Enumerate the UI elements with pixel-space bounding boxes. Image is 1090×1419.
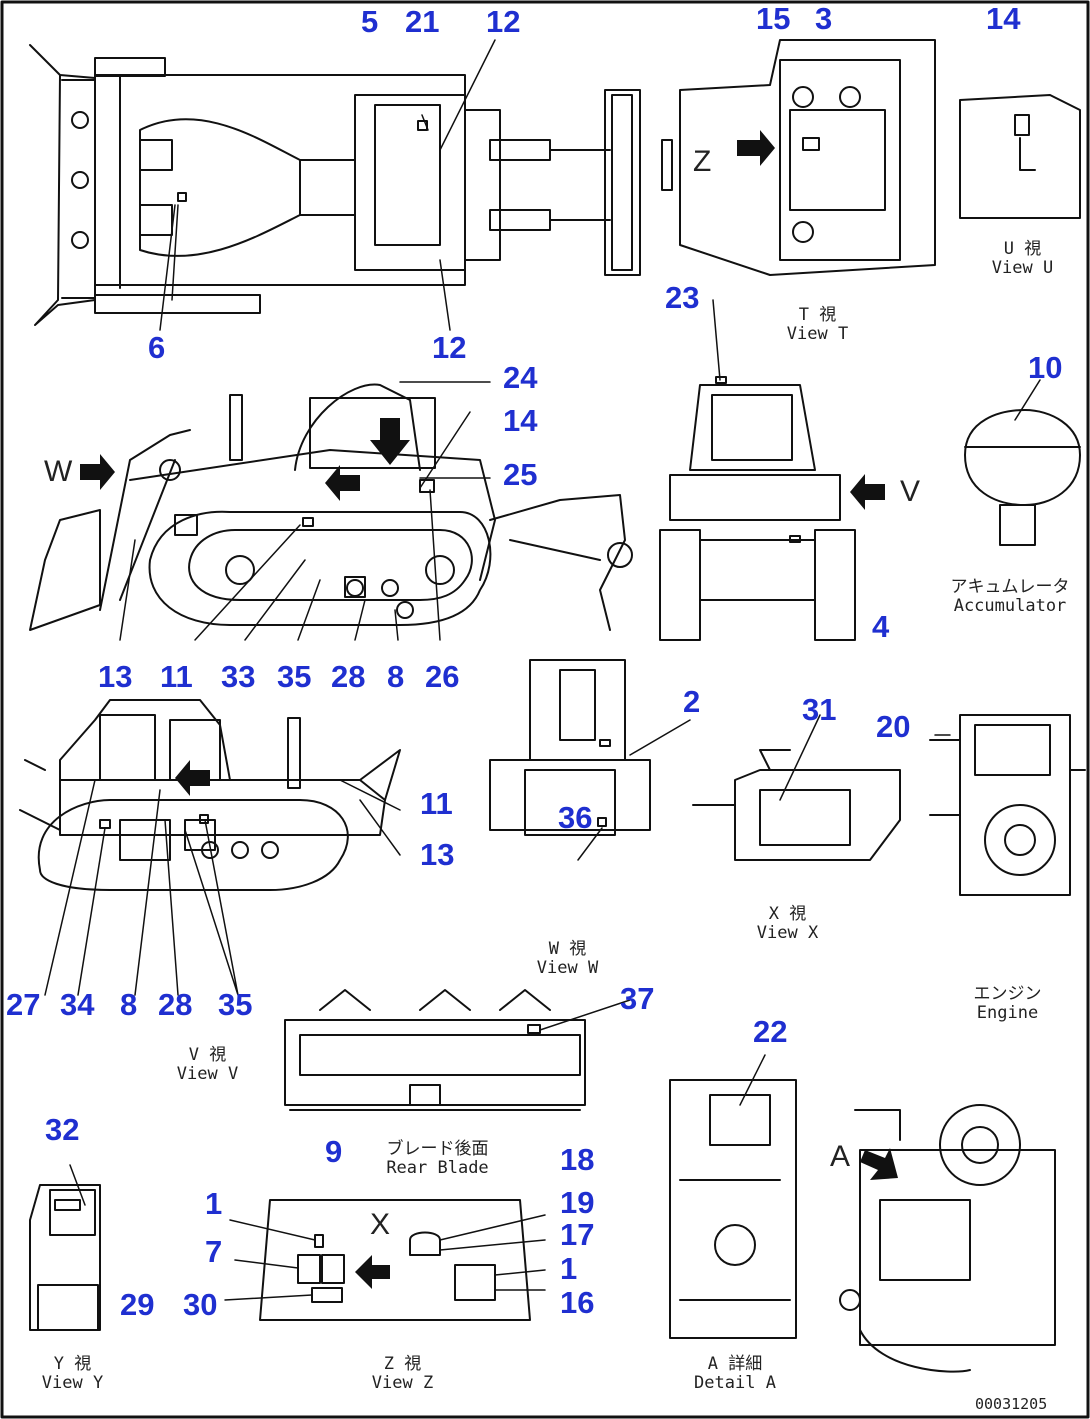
rear-blade-drawing [284,989,631,1111]
callout-4: 4 [872,609,890,644]
callout-1-left: 1 [205,1186,223,1221]
arrow-x-icon [355,1255,390,1289]
arrow-down-icon [370,418,410,465]
view-letter-w: W [44,455,73,488]
arrow-left-icon [325,465,360,501]
engine-drawing [929,714,1086,896]
callout-29: 29 [120,1287,155,1322]
callout-23: 23 [665,280,700,315]
callout-35: 35 [277,659,312,694]
arrow-w-icon [80,454,115,490]
callout-25: 25 [503,457,538,492]
view-letter-a: A [830,1140,851,1173]
callout-12-top: 12 [486,4,521,39]
arrow-a-icon [860,1148,898,1180]
callout-7: 7 [205,1234,223,1269]
callout-22: 22 [753,1014,788,1049]
view-u-drawing [959,94,1081,219]
view-letter-z: Z [693,145,712,178]
callout-34: 34 [60,987,95,1022]
view-t-drawing [661,39,936,276]
callout-30: 30 [183,1287,218,1322]
view-x-drawing [692,714,901,861]
view-y-drawing [29,1164,101,1331]
callout-9: 9 [325,1134,343,1169]
callout-20: 20 [876,709,911,744]
drawing-reference: 00031205 [975,1395,1048,1413]
callout-32: 32 [45,1112,80,1147]
callout-10: 10 [1028,350,1063,385]
callout-21: 21 [405,4,440,39]
callout-19: 19 [560,1185,595,1220]
front-view-cab [659,376,856,641]
view-w-drawing [489,659,691,861]
callout-28: 28 [331,659,366,694]
callout-6: 6 [148,330,166,365]
callout-11-right: 11 [420,786,453,821]
callout-1-right: 1 [560,1251,578,1286]
callout-5: 5 [361,4,379,39]
callout-15: 15 [756,1,791,36]
callout-37: 37 [620,981,655,1016]
callout-16: 16 [560,1285,595,1320]
right-side-view [19,699,401,996]
callout-14-mid: 14 [503,403,538,438]
callout-14-top: 14 [986,1,1021,36]
callout-2: 2 [683,684,701,719]
view-letter-x: X [370,1208,391,1241]
callout-26: 26 [425,659,460,694]
detail-a-drawing [669,1054,797,1339]
view-arrows [80,130,898,1289]
callout-8-right: 8 [120,987,138,1022]
callout-33: 33 [221,659,256,694]
arrow-v-icon [850,474,885,510]
arrow-u-icon [175,760,210,796]
callout-28-right: 28 [158,987,193,1022]
callout-13-right: 13 [420,837,455,872]
engine-lower-drawing [839,1104,1056,1373]
callout-27: 27 [6,987,41,1022]
callout-35-right: 35 [218,987,253,1022]
arrow-z-icon [737,130,775,166]
callout-31: 31 [802,692,837,727]
callout-11: 11 [160,659,193,694]
callout-8: 8 [387,659,405,694]
left-side-view [29,299,721,641]
top-view-dozer [29,39,641,331]
callout-18: 18 [560,1142,595,1177]
view-z-drawing [224,1199,546,1321]
callout-36: 36 [558,800,593,835]
callout-24: 24 [503,360,538,395]
callout-13: 13 [98,659,133,694]
callout-17: 17 [560,1217,595,1252]
callout-3: 3 [815,1,833,36]
accumulator-drawing [964,379,1081,546]
callout-12-bottom: 12 [432,330,467,365]
view-letter-v: V [900,475,921,508]
